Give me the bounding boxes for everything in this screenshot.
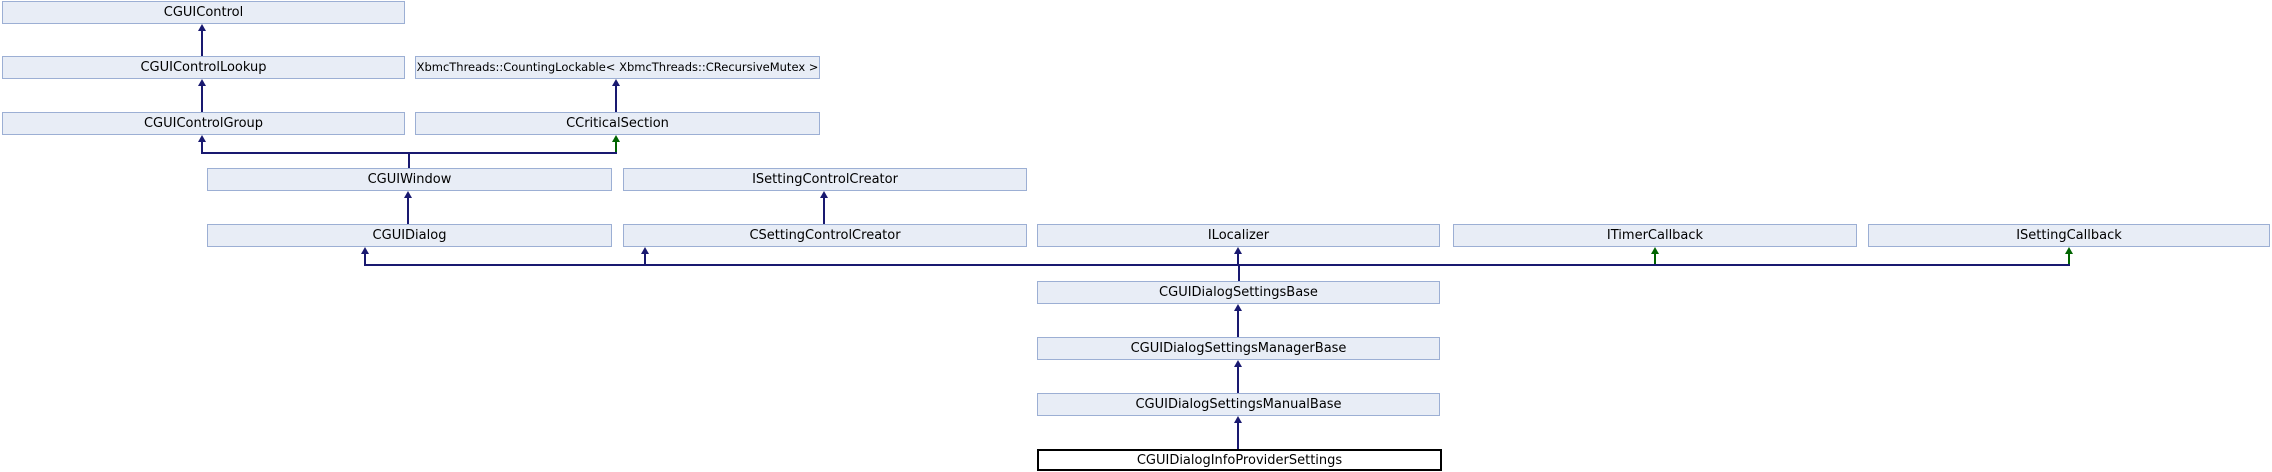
edge-settingsbase-to-ilocalizer-shaft (1237, 252, 1239, 264)
edge-dialog-to-window-arrowhead (404, 191, 412, 198)
edge-settingsbase-to-csettingcreator-arrowhead (641, 247, 649, 254)
node-cgui-dialog-settings-manager-base[interactable]: CGUIDialogSettingsManagerBase (1037, 337, 1440, 360)
edge-lookup-to-control-arrowhead (198, 24, 206, 31)
edge-settingsbase-stub (1238, 264, 1240, 281)
edge-csettingcreator-to-isettingcreator-shaft (823, 196, 825, 224)
edge-settingsbase-to-itimercallback-arrowhead (1651, 247, 1659, 254)
node-ccritical-section[interactable]: CCriticalSection (415, 112, 820, 135)
edge-settingsbase-to-itimercallback-shaft (1654, 252, 1656, 264)
edge-lookup-to-control-shaft (201, 29, 203, 56)
edge-dialog-to-window-shaft (407, 196, 409, 224)
edge-settingsbase-to-isettingcallback-arrowhead (2065, 247, 2073, 254)
node-csetting-control-creator[interactable]: CSettingControlCreator (623, 224, 1027, 247)
edge-settingsbase-to-csettingcreator-shaft (644, 252, 646, 264)
node-cgui-dialog[interactable]: CGUIDialog (207, 224, 612, 247)
edge-criticalsection-to-lockable-arrowhead (612, 79, 620, 86)
node-xbmcthreads-counting-lockable[interactable]: XbmcThreads::CountingLockable< XbmcThrea… (415, 56, 820, 79)
edge-window-to-group-shaft (201, 140, 203, 152)
edge-settingsbase-to-ilocalizer-arrowhead (1234, 247, 1242, 254)
node-cgui-dialog-settings-manual-base[interactable]: CGUIDialogSettingsManualBase (1037, 393, 1440, 416)
node-cgui-dialog-settings-base[interactable]: CGUIDialogSettingsBase (1037, 281, 1440, 304)
edge-window-to-group-arrowhead (198, 135, 206, 142)
node-cgui-dialog-info-provider-settings: CGUIDialogInfoProviderSettings (1037, 449, 1442, 471)
edge-csettingcreator-to-isettingcreator-arrowhead (820, 191, 828, 198)
node-ilocalizer[interactable]: ILocalizer (1037, 224, 1440, 247)
edge-managerbase-to-settingsbase-shaft (1237, 309, 1239, 337)
node-cgui-window[interactable]: CGUIWindow (207, 168, 612, 191)
edge-criticalsection-to-lockable-shaft (615, 84, 617, 112)
edge-infoprovider-to-manualbase-arrowhead (1234, 416, 1242, 423)
edge-managerbase-to-settingsbase-arrowhead (1234, 304, 1242, 311)
edge-settingsbase-to-dialog-arrowhead (361, 247, 369, 254)
edge-manualbase-to-managerbase-shaft (1237, 365, 1239, 393)
edge-infoprovider-to-manualbase-shaft (1237, 421, 1239, 449)
node-isetting-callback[interactable]: ISettingCallback (1868, 224, 2270, 247)
edge-window-stub (408, 152, 410, 168)
edge-manualbase-to-managerbase-arrowhead (1234, 360, 1242, 367)
node-isetting-control-creator[interactable]: ISettingControlCreator (623, 168, 1027, 191)
node-cgui-control-lookup[interactable]: CGUIControlLookup (2, 56, 405, 79)
edge-window-to-criticalsection-arrowhead (612, 135, 620, 142)
edge-settingsbase-parents-bus (364, 264, 2070, 266)
edge-group-to-lookup-shaft (201, 84, 203, 112)
edge-settingsbase-to-dialog-shaft (364, 252, 366, 264)
edge-group-to-lookup-arrowhead (198, 79, 206, 86)
edge-window-to-criticalsection-shaft (615, 140, 617, 152)
node-cgui-control-group[interactable]: CGUIControlGroup (2, 112, 405, 135)
edge-settingsbase-to-isettingcallback-shaft (2068, 252, 2070, 264)
node-cgui-control[interactable]: CGUIControl (2, 1, 405, 24)
node-itimer-callback[interactable]: ITimerCallback (1453, 224, 1857, 247)
